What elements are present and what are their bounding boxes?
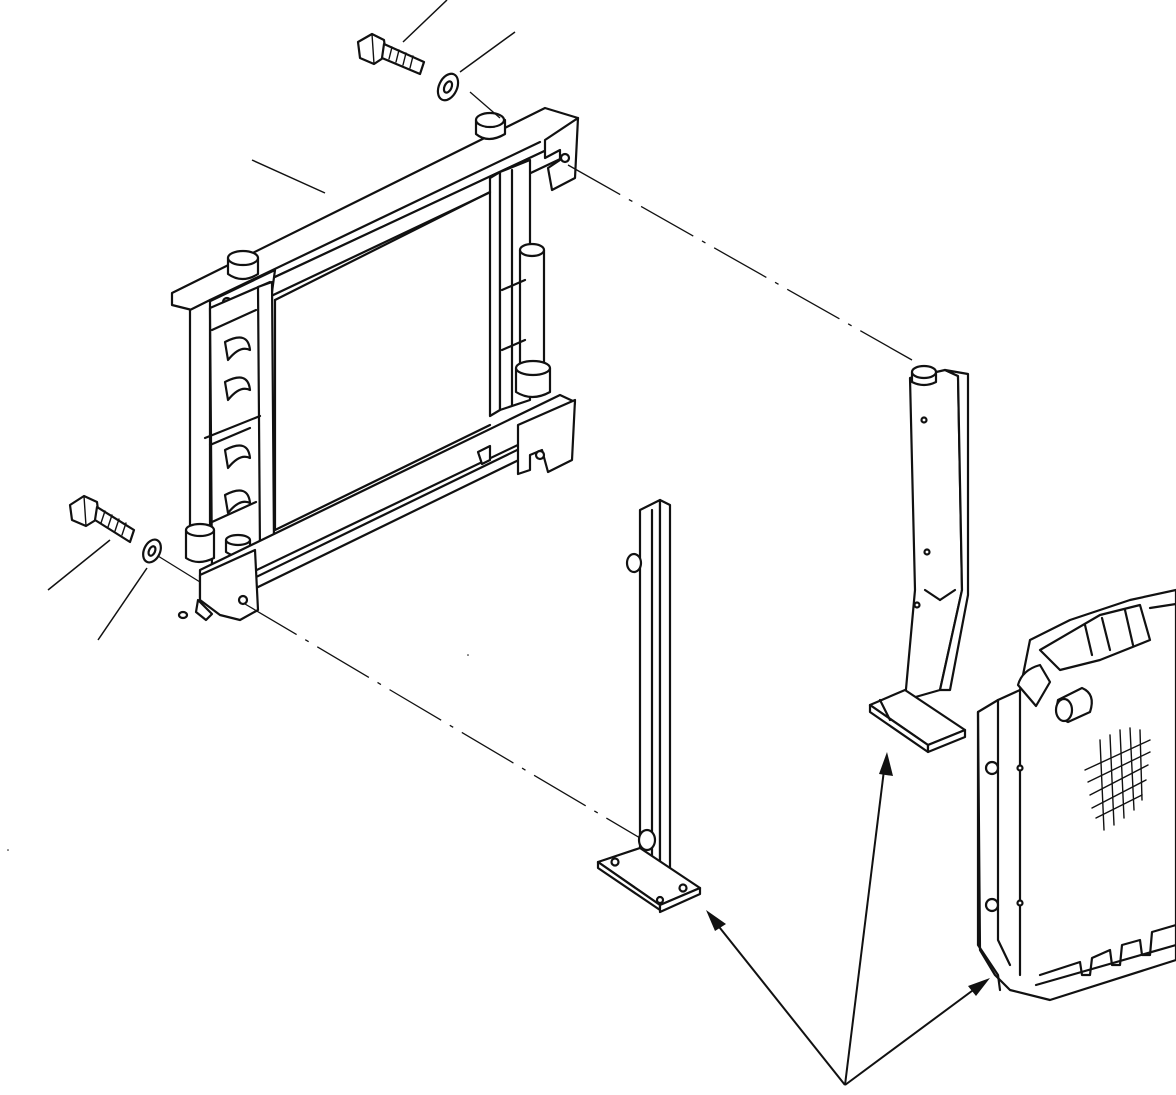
- left-bracket: [596, 498, 702, 914]
- leader-top-washer: [459, 31, 516, 73]
- pointer-arrows: [706, 752, 990, 1086]
- bottom-bolt: [68, 494, 136, 544]
- right-bracket: [868, 364, 970, 754]
- radiator: [976, 588, 1176, 1002]
- arrow-to-left-bracket: [711, 917, 846, 1086]
- leader-frame: [251, 159, 326, 194]
- alignment-line-top-bolt: [469, 91, 501, 119]
- stray-mark: [467, 654, 469, 656]
- stray-mark: [7, 849, 9, 851]
- arrow-to-right-bracket: [844, 761, 886, 1086]
- radiator-core-mesh: [1084, 727, 1151, 831]
- leader-bottom-washer: [97, 567, 148, 641]
- callout-leaders: [47, 0, 516, 641]
- alignment-line-left: [244, 603, 641, 839]
- top-bolt: [356, 32, 426, 76]
- mounting-frame: [170, 106, 580, 622]
- leader-top-bolt: [402, 0, 448, 43]
- alignment-line-right: [567, 164, 913, 361]
- bottom-washer: [142, 538, 162, 564]
- arrow-to-radiator: [844, 984, 981, 1086]
- alignment-line-bottom-bolt: [157, 555, 201, 583]
- top-washer: [436, 72, 460, 102]
- leader-bottom-bolt: [47, 539, 111, 591]
- alignment-lines: [157, 91, 913, 839]
